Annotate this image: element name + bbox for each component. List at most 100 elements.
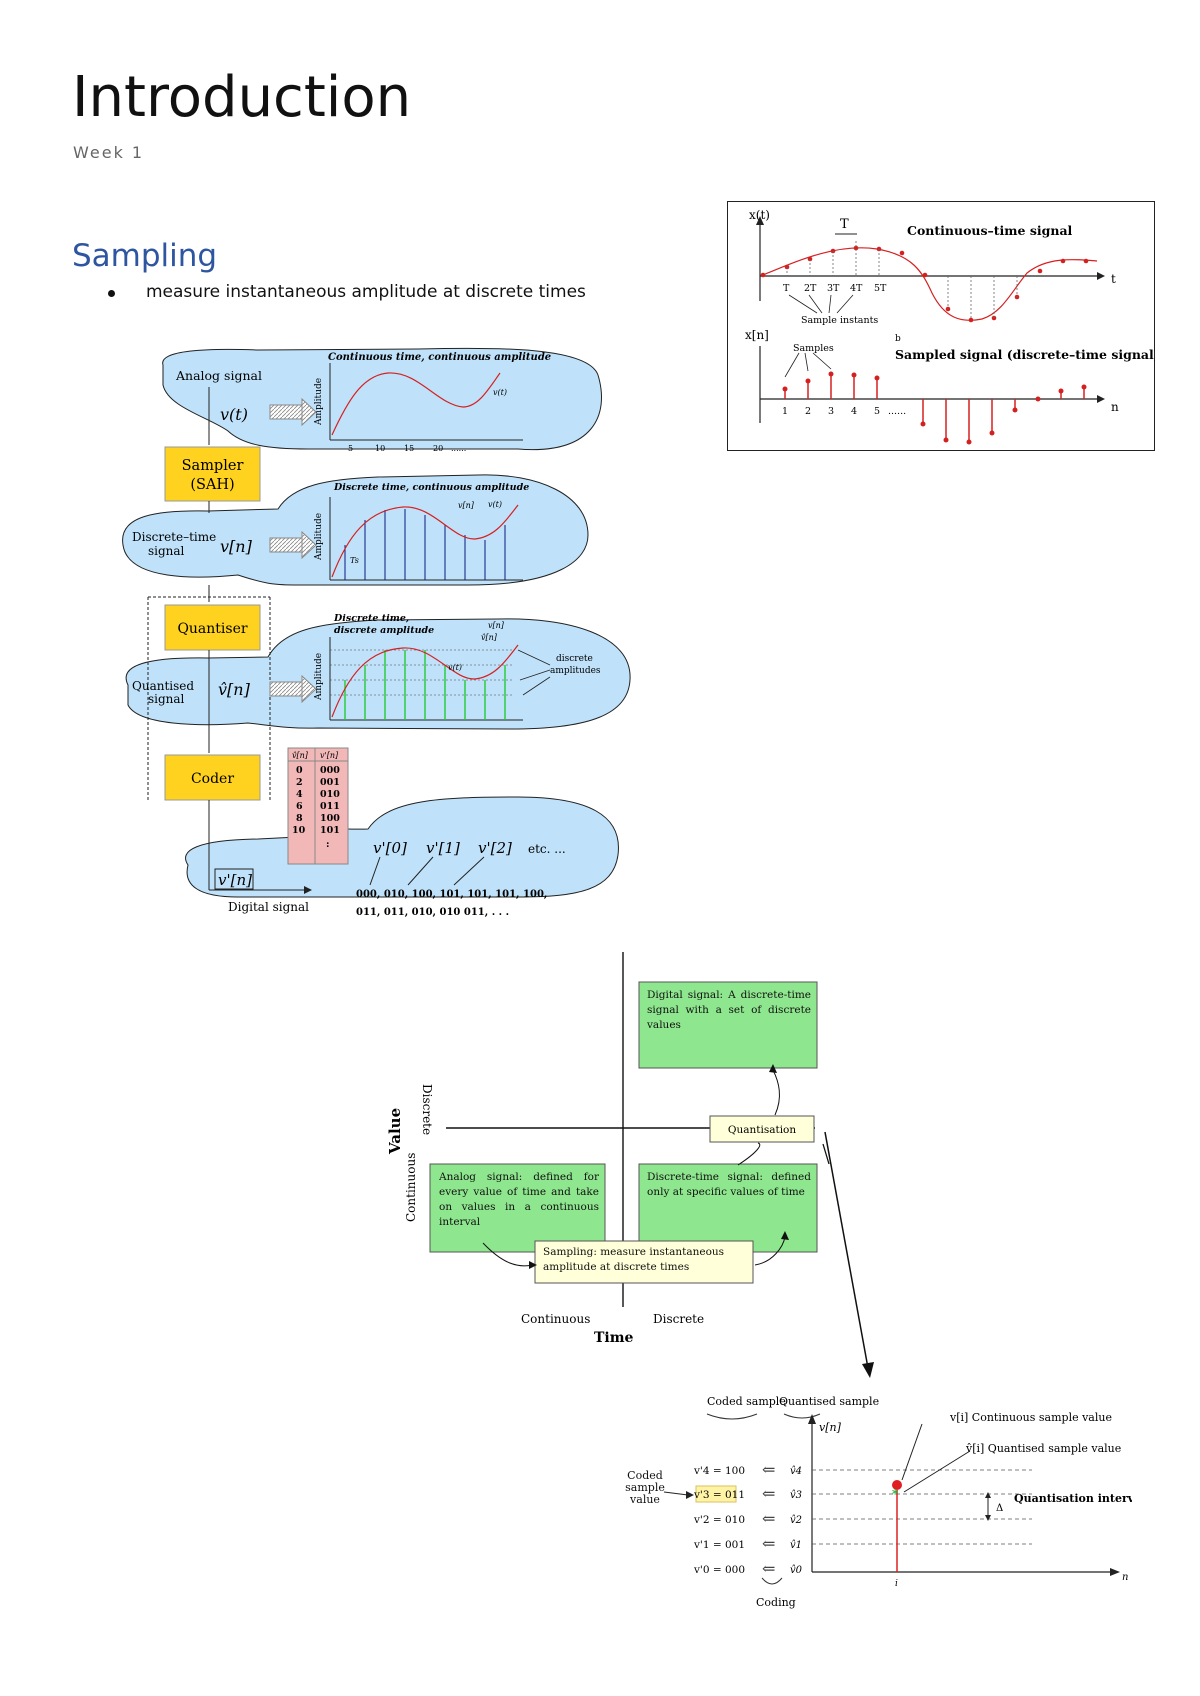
plot3-title-1: Discrete time,: [333, 613, 409, 624]
dt-y-label: x[n]: [745, 328, 769, 342]
vprime-n-label: v'[n]: [218, 871, 252, 889]
svg-text:v'1 = 001: v'1 = 001: [693, 1539, 745, 1551]
time-axis-label: Time: [594, 1330, 634, 1342]
bitstream-line-2: 011, 011, 010, 010 011, . . .: [356, 907, 509, 918]
svg-text:v̂0: v̂0: [790, 1565, 803, 1576]
dt-signal-label-1: Discrete–time: [132, 530, 216, 544]
ct-period-label: T: [840, 217, 849, 232]
plot3-vn: v[n]: [488, 621, 505, 630]
ct-title: Continuous–time signal: [907, 223, 1073, 238]
ct-t-label: t: [1111, 272, 1116, 286]
n-axis: n: [1122, 1572, 1128, 1583]
svg-text:⇐: ⇐: [762, 1559, 775, 1578]
amplitude-label-3: Amplitude: [314, 653, 324, 701]
level-labels: v̂4 v̂3 v̂2 v̂1 v̂0: [790, 1466, 803, 1576]
digital-box-text: Digital signal: A discrete-time signal w…: [647, 989, 811, 1031]
vn-label: v[n]: [220, 537, 253, 556]
svg-text:100: 100: [320, 813, 340, 824]
svg-text:2T: 2T: [804, 283, 817, 294]
svg-text:v'[0]: v'[0]: [373, 839, 407, 857]
svg-text:001: 001: [320, 777, 340, 788]
plot3-vt: v(t): [448, 663, 462, 672]
svg-text:⇐: ⇐: [762, 1509, 775, 1528]
svg-text:4: 4: [296, 789, 303, 800]
quantised-signal-2: signal: [148, 692, 185, 706]
chain-figure: Analog signal v(t) Continuous time, cont…: [122, 347, 631, 918]
svg-text:5: 5: [348, 444, 353, 453]
vn-axis: v[n]: [819, 1421, 842, 1434]
svg-text:5T: 5T: [874, 283, 887, 294]
ct-y-label: x(t): [749, 208, 770, 222]
signal-figure: x(t) t T Continuous–time signal T 2T 3T …: [727, 201, 1155, 451]
svg-text:v̂1: v̂1: [790, 1540, 802, 1551]
bullet-text: measure instantaneous amplitude at discr…: [146, 282, 586, 302]
svg-text:1: 1: [782, 406, 788, 417]
svg-text:v'0 = 000: v'0 = 000: [693, 1564, 745, 1576]
plot3-vhat: v̂[n]: [481, 633, 498, 642]
svg-text:v̂3: v̂3: [790, 1490, 802, 1501]
quadrant-figure: Value Discrete Continuous Continuous Dis…: [386, 952, 830, 1342]
svg-text:6: 6: [296, 801, 303, 812]
coding-label: Coding: [756, 1596, 796, 1609]
connector-arrow: [824, 1131, 874, 1378]
arrow-glyphs: ⇐⇐⇐⇐⇐: [762, 1460, 775, 1578]
section-heading: Sampling: [72, 238, 218, 274]
svg-text:v'3 = 011: v'3 = 011: [693, 1489, 745, 1501]
svg-text:000: 000: [320, 765, 340, 776]
quantiser-label: Quantiser: [177, 621, 247, 637]
svg-text:v̂2: v̂2: [790, 1515, 802, 1526]
dt-title: Sampled signal (discrete–time signal): [895, 347, 1155, 362]
plot2-title: Discrete time, continuous amplitude: [333, 482, 529, 493]
quantised-signal-1: Quantised: [132, 679, 194, 693]
svg-text:⇐: ⇐: [762, 1460, 775, 1479]
plot1-ticks: 5 10 15 20 ......: [348, 444, 466, 453]
quantisation-box: Quantisation: [728, 1124, 797, 1136]
svg-text:v'4 = 100: v'4 = 100: [693, 1465, 745, 1477]
page-subtitle: Week 1: [73, 143, 145, 162]
svg-text:v'[1]: v'[1]: [426, 839, 460, 857]
sampler-label: Sampler: [182, 458, 244, 474]
plot2-vt: v(t): [488, 500, 502, 509]
vt-label: v(t): [220, 405, 248, 424]
discrete-amps-1: discrete: [556, 654, 593, 664]
svg-text:......: ......: [451, 444, 466, 453]
svg-text:5: 5: [874, 406, 880, 417]
quantisation-interval-1: Quantisation interval: [1014, 1492, 1132, 1505]
svg-text:20: 20: [433, 444, 443, 453]
vprime-labels: v'[0] v'[1] v'[2]: [373, 839, 512, 857]
plot1-curve-label: v(t): [493, 388, 507, 397]
ct-ticks: T 2T 3T 4T 5T: [783, 283, 887, 294]
ct-sample-dots: [760, 245, 1089, 323]
sampler-sub: (SAH): [190, 477, 234, 493]
ts-label: Ts: [350, 556, 359, 565]
svg-text:⇐: ⇐: [762, 1484, 775, 1503]
vhat-label: v̂[n]: [218, 680, 251, 699]
svg-text::: :: [326, 839, 330, 850]
coder-label: Coder: [191, 771, 234, 787]
svg-text:15: 15: [404, 444, 414, 453]
page-title: Introduction: [72, 65, 412, 130]
code-values: v'4 = 100 v'3 = 011 v'2 = 010 v'1 = 001 …: [693, 1465, 745, 1576]
dt-n-label: n: [1111, 400, 1119, 414]
code-table-head-2: v'[n]: [320, 751, 339, 760]
continuous-value-label: Continuous: [404, 1153, 418, 1222]
svg-text:2: 2: [296, 777, 303, 788]
etc-label: etc. ...: [528, 842, 566, 856]
analog-signal-label: Analog signal: [175, 368, 262, 383]
svg-text:4T: 4T: [850, 283, 863, 294]
value-axis-label: Value: [386, 1108, 404, 1155]
svg-text:3: 3: [828, 406, 834, 417]
coded-sample-head: Coded sample: [707, 1395, 786, 1408]
ct-sample-instants: Sample instants: [801, 315, 878, 326]
discrete-time-label: Discrete: [653, 1312, 704, 1326]
quantised-sample-head: Quantised sample: [779, 1395, 879, 1408]
dt-ticks: 1 2 3 4 5 ......: [782, 406, 906, 417]
code-table-head-1: v̂[n]: [292, 751, 309, 760]
digital-signal-label: Digital signal: [228, 900, 309, 914]
svg-text:2: 2: [805, 406, 811, 417]
dt-b: b: [895, 334, 901, 344]
svg-text:011: 011: [320, 801, 340, 812]
quantised-sample-label: v̂[i] Quantised sample value: [965, 1442, 1121, 1455]
svg-text:v'2 = 010: v'2 = 010: [693, 1514, 745, 1526]
